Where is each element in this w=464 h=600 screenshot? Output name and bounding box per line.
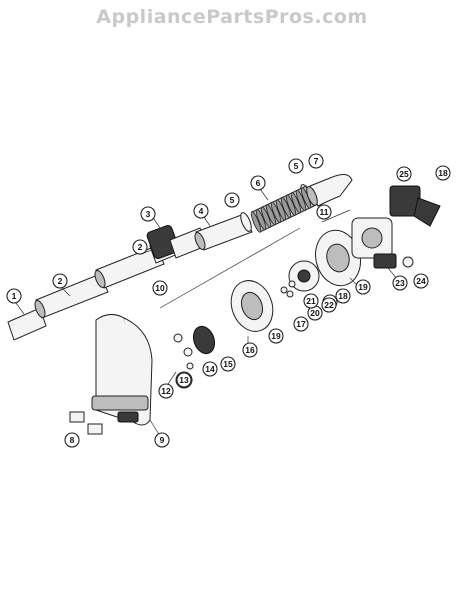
part-fittings-14[interactable] bbox=[173, 333, 194, 370]
callout-5a: 5 bbox=[224, 192, 240, 208]
svg-text:18: 18 bbox=[438, 168, 448, 178]
hose-rib bbox=[285, 194, 297, 216]
hose-rib bbox=[250, 211, 262, 233]
part-volute-19[interactable] bbox=[310, 225, 367, 290]
hose-rib bbox=[260, 206, 272, 228]
svg-text:24: 24 bbox=[416, 276, 426, 286]
callout-23: 23 bbox=[392, 275, 408, 291]
callout-16: 16 bbox=[242, 342, 258, 358]
callout-21: 21 bbox=[303, 293, 319, 309]
hose-rib bbox=[290, 192, 302, 214]
svg-text:6: 6 bbox=[256, 178, 261, 188]
part-elbow-7[interactable] bbox=[305, 174, 353, 207]
svg-text:5: 5 bbox=[230, 195, 235, 205]
callout-8: 8 bbox=[64, 432, 80, 448]
part-engine[interactable] bbox=[351, 217, 393, 259]
svg-text:9: 9 bbox=[160, 435, 165, 445]
leader-lines bbox=[15, 185, 399, 437]
svg-text:2: 2 bbox=[138, 242, 143, 252]
svg-text:19: 19 bbox=[358, 282, 368, 292]
part-fan-15[interactable] bbox=[190, 323, 218, 356]
callout-2a: 2 bbox=[52, 273, 68, 289]
callout-6: 6 bbox=[250, 175, 266, 191]
svg-text:12: 12 bbox=[161, 386, 171, 396]
part-ring-5a[interactable] bbox=[239, 211, 254, 233]
part-switch-23[interactable] bbox=[373, 253, 397, 269]
callout-7: 7 bbox=[308, 153, 324, 169]
callout-22-main: 22 bbox=[321, 297, 337, 313]
part-tube-4[interactable] bbox=[193, 213, 253, 251]
svg-text:23: 23 bbox=[395, 278, 405, 288]
part-washers-20-21[interactable] bbox=[280, 280, 296, 298]
svg-text:4: 4 bbox=[199, 206, 204, 216]
hose-rib bbox=[295, 189, 307, 212]
svg-text:22: 22 bbox=[324, 300, 334, 310]
callout-17a: 17 bbox=[293, 316, 309, 332]
part-flex-hose-6[interactable] bbox=[250, 185, 315, 233]
svg-text:2: 2 bbox=[58, 276, 63, 286]
part-rod-11[interactable] bbox=[321, 209, 351, 223]
callout-14: 14 bbox=[202, 361, 218, 377]
callout-3: 3 bbox=[140, 206, 156, 222]
callout-19b: 19 bbox=[355, 279, 371, 295]
part-harness-9[interactable] bbox=[91, 314, 153, 426]
svg-text:7: 7 bbox=[314, 156, 319, 166]
part-tube-1[interactable] bbox=[7, 273, 109, 341]
callout-1: 1 bbox=[6, 288, 22, 304]
part-knob-24[interactable] bbox=[402, 256, 414, 268]
callout-11: 11 bbox=[316, 204, 332, 220]
callout-18a: 18 bbox=[335, 288, 351, 304]
svg-text:18: 18 bbox=[338, 291, 348, 301]
callout-18b: 18 bbox=[435, 165, 451, 181]
part-rod-10[interactable] bbox=[159, 227, 301, 309]
svg-text:13: 13 bbox=[179, 375, 189, 385]
part-clips-8[interactable] bbox=[69, 411, 103, 435]
svg-text:10: 10 bbox=[155, 283, 165, 293]
svg-text:11: 11 bbox=[320, 207, 329, 217]
svg-text:19: 19 bbox=[271, 331, 281, 341]
svg-text:1: 1 bbox=[12, 291, 17, 301]
svg-text:25: 25 bbox=[399, 169, 409, 179]
svg-text:3: 3 bbox=[146, 209, 151, 219]
callouts: 1 2 2 3 4 5 5 6 7 8 9 10 11 12 13 14 15 … bbox=[6, 153, 451, 448]
callout-13: 13 bbox=[176, 372, 192, 388]
svg-text:21: 21 bbox=[306, 296, 316, 306]
callout-15: 15 bbox=[220, 356, 236, 372]
svg-text:14: 14 bbox=[205, 364, 215, 374]
callout-2b: 2 bbox=[132, 239, 148, 255]
callout-4: 4 bbox=[193, 203, 209, 219]
svg-text:5: 5 bbox=[294, 161, 299, 171]
callout-9: 9 bbox=[154, 432, 170, 448]
callout-12: 12 bbox=[158, 383, 174, 399]
hose-rib bbox=[280, 196, 292, 219]
part-housing-16[interactable] bbox=[224, 275, 279, 338]
callout-10: 10 bbox=[152, 280, 168, 296]
svg-text:17: 17 bbox=[296, 319, 306, 329]
callout-24: 24 bbox=[413, 273, 429, 289]
svg-text:15: 15 bbox=[223, 359, 233, 369]
watermark-text: AppliancePartsPros.com bbox=[96, 6, 368, 28]
callout-19a: 19 bbox=[268, 328, 284, 344]
part-impeller-22[interactable] bbox=[288, 260, 320, 292]
svg-text:20: 20 bbox=[310, 308, 320, 318]
hose-rib bbox=[270, 201, 282, 224]
hose-rib bbox=[265, 204, 277, 226]
svg-text:16: 16 bbox=[245, 345, 255, 355]
callout-25: 25 bbox=[396, 166, 412, 182]
hose-rib bbox=[255, 208, 267, 231]
hose-rib bbox=[275, 199, 287, 221]
svg-text:8: 8 bbox=[70, 435, 75, 445]
callout-5b: 5 bbox=[288, 158, 304, 174]
part-throttle-25[interactable] bbox=[389, 185, 441, 227]
